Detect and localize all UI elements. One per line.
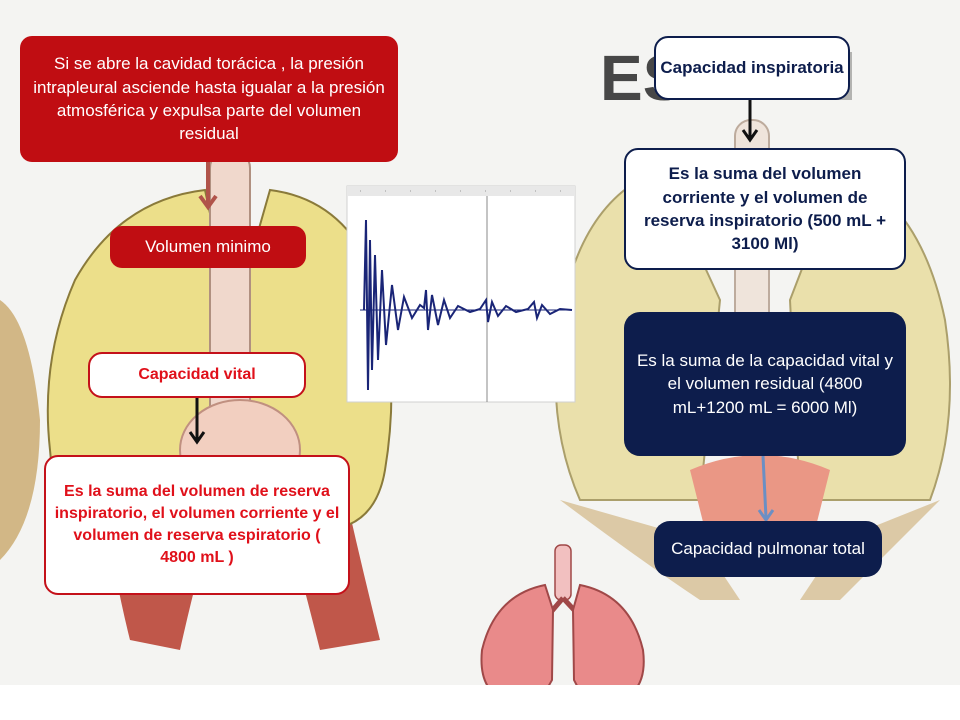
volumen-minimo-label: Volumen minimo (110, 226, 306, 268)
capacidad-inspiratoria-desc-text: Es la suma del volumen corriente y el vo… (643, 164, 887, 254)
sound-waveform (346, 185, 576, 403)
capacidad-vital-desc-text: Es la suma del volumen de reserva inspir… (54, 482, 340, 567)
capacidad-inspiratoria-label: Capacidad inspiratoria (654, 36, 850, 100)
capacidad-vital-description: Es la suma del volumen de reserva inspir… (44, 455, 350, 595)
arrow-down-icon (761, 455, 768, 519)
intrapleural-pressure-note: Si se abre la cavidad torácica , la pres… (20, 36, 398, 162)
lung-illustration (480, 544, 645, 702)
capacidad-vital-text: Capacidad vital (138, 365, 256, 383)
volumen-minimo-text: Volumen minimo (145, 237, 271, 257)
capacidad-total-desc-text: Es la suma de la capacidad vital y el vo… (636, 350, 894, 417)
capacidad-pulmonar-total-label: Capacidad pulmonar total (654, 521, 882, 577)
capacidad-pulmonar-total-text: Capacidad pulmonar total (671, 539, 865, 559)
capacidad-vital-label: Capacidad vital (88, 352, 306, 398)
capacidad-inspiratoria-description: Es la suma del volumen corriente y el vo… (624, 148, 906, 270)
intrapleural-pressure-text: Si se abre la cavidad torácica , la pres… (33, 54, 385, 144)
capacidad-inspiratoria-text: Capacidad inspiratoria (660, 58, 844, 78)
capacidad-total-description: Es la suma de la capacidad vital y el vo… (624, 312, 906, 456)
footer-strip (0, 685, 960, 720)
